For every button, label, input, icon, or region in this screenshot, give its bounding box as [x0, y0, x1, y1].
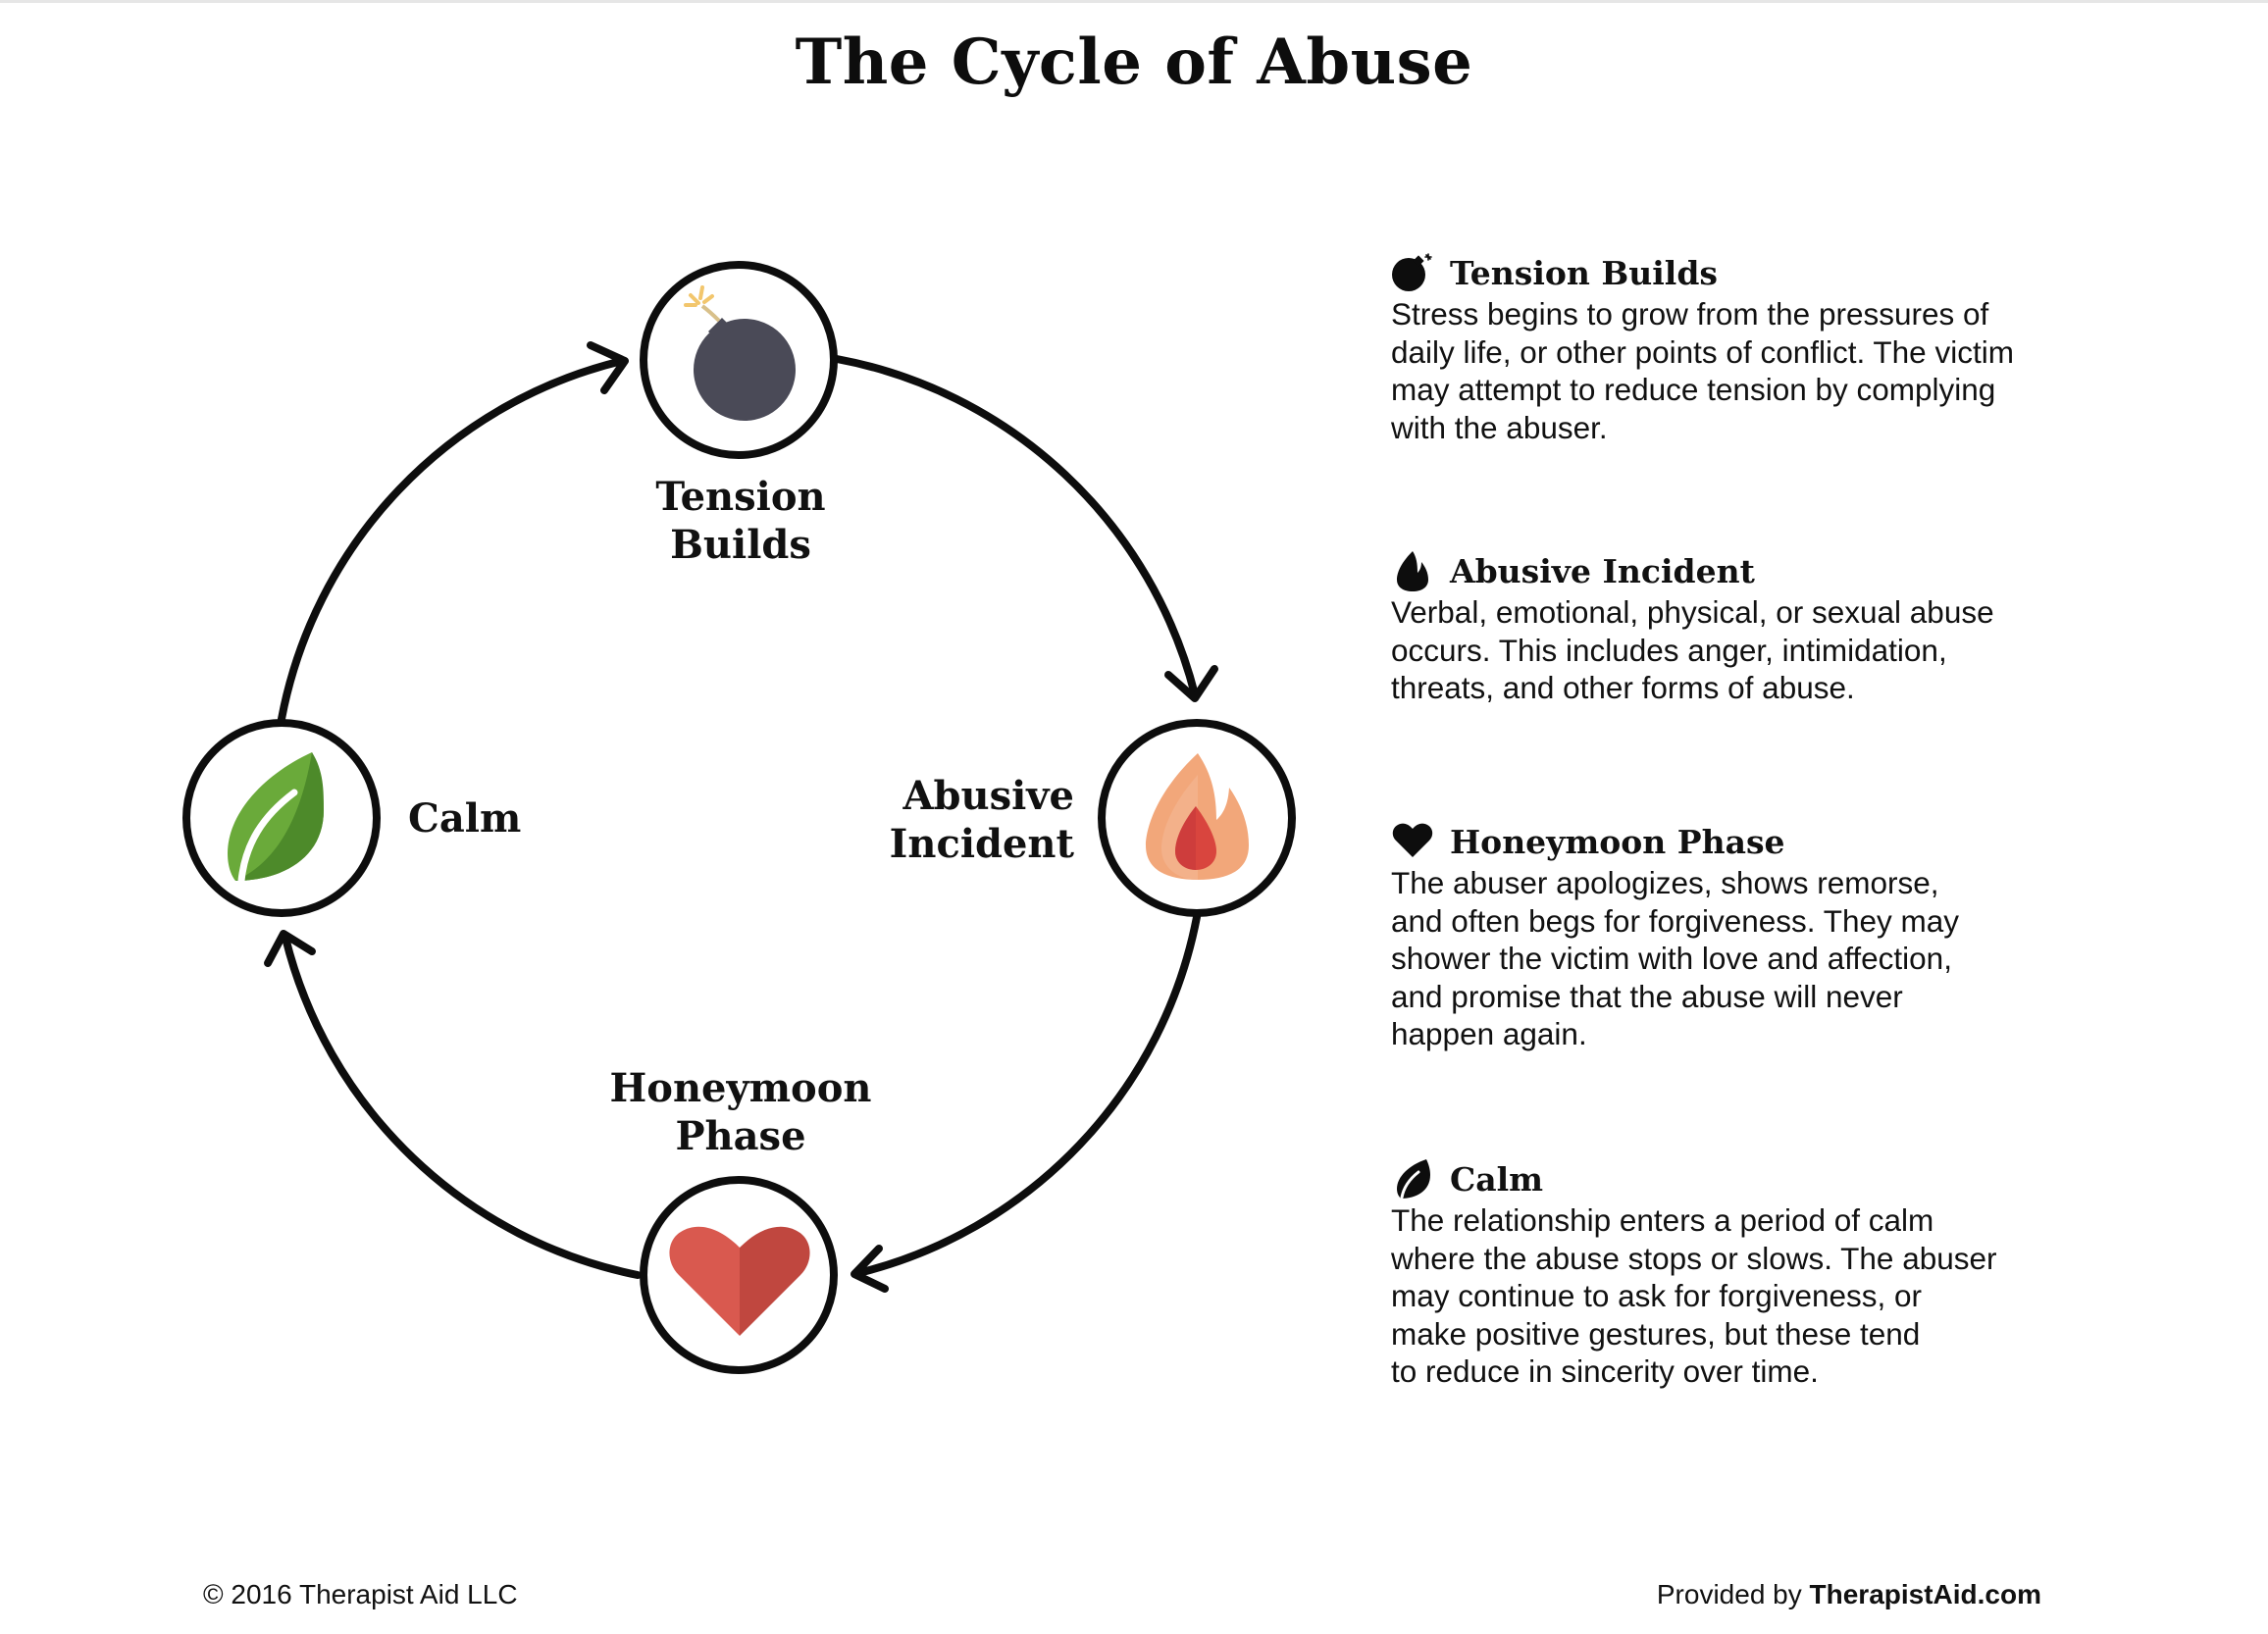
description-line: daily life, or other points of conflict.…: [1391, 333, 2014, 370]
description-line: may continue to ask for forgiveness, or: [1391, 1278, 1923, 1313]
flame-icon: [1397, 551, 1428, 591]
description-line: to reduce in sincerity over time.: [1391, 1353, 1819, 1389]
description-text: Stress begins to grow from the pressures…: [1391, 295, 2097, 446]
bomb-icon: [684, 285, 796, 421]
description-header: Calm: [1391, 1154, 2097, 1203]
node-label-line: Incident: [889, 821, 1074, 867]
node-label-tension: Tension Builds: [569, 473, 912, 569]
arc-calm-to-tension: [278, 357, 626, 723]
description-line: happen again.: [1391, 1016, 1587, 1051]
description-line: Stress begins to grow from the pressures…: [1391, 296, 1989, 332]
description-title: Tension Builds: [1450, 253, 1718, 292]
footer-provided-prefix: Provided by: [1656, 1579, 1810, 1609]
heart-icon: [1392, 823, 1433, 857]
node-label-line: Tension: [655, 474, 826, 520]
footer-copyright: © 2016 Therapist Aid LLC: [203, 1579, 518, 1609]
arrowhead-calm: [264, 930, 316, 967]
description-header: Honeymoon Phase: [1391, 817, 2097, 866]
node-label-line: Honeymoon: [609, 1065, 872, 1111]
description-line: The relationship enters a period of calm: [1391, 1202, 1934, 1238]
description-honeymoon-phase: Honeymoon Phase The abuser apologizes, s…: [1391, 817, 2097, 1053]
description-abusive-incident: Abusive Incident Verbal, emotional, phys…: [1391, 546, 2097, 707]
top-rule: [0, 0, 2268, 3]
heart-icon: [669, 1226, 810, 1336]
description-title: Honeymoon Phase: [1450, 822, 1785, 861]
description-header: Abusive Incident: [1391, 546, 2097, 595]
arc-abusive-to-honeymoon: [854, 913, 1201, 1277]
description-line: occurs. This includes anger, intimidatio…: [1391, 632, 1947, 668]
description-tension-builds: Tension Builds Stress begins to grow fro…: [1391, 248, 2097, 446]
arrowhead-tension: [587, 341, 629, 394]
description-line: where the abuse stops or slows. The abus…: [1391, 1240, 1997, 1276]
node-label-abusive: Abusive Incident: [785, 772, 1074, 868]
description-line: shower the victim with love and affectio…: [1391, 941, 1952, 976]
description-line: Verbal, emotional, physical, or sexual a…: [1391, 594, 1994, 630]
description-calm: Calm The relationship enters a period of…: [1391, 1154, 2097, 1391]
description-line: threats, and other forms of abuse.: [1391, 670, 1855, 705]
flame-icon: [1146, 753, 1249, 880]
description-line: make positive gestures, but these tend: [1391, 1315, 1921, 1352]
arrowhead-honeymoon: [850, 1245, 889, 1293]
node-label-line: Abusive: [902, 773, 1075, 819]
description-text: The relationship enters a period of calm…: [1391, 1201, 2097, 1391]
node-label-line: Phase: [675, 1113, 806, 1159]
page-title: The Cycle of Abuse: [795, 26, 1473, 99]
arc-tension-to-abusive: [833, 355, 1199, 698]
description-line: The abuser apologizes, shows remorse,: [1391, 865, 1939, 900]
footer-provided-by: Provided by TherapistAid.com: [1657, 1579, 2041, 1610]
node-label-line: Calm: [408, 795, 522, 842]
description-text: The abuser apologizes, shows remorse, an…: [1391, 864, 2097, 1053]
description-header: Tension Builds: [1391, 248, 2097, 297]
bomb-icon: [1392, 253, 1432, 291]
node-label-calm: Calm: [408, 794, 604, 843]
description-line: may attempt to reduce tension by complyi…: [1391, 372, 1996, 407]
node-label-line: Builds: [670, 522, 811, 568]
description-line: and promise that the abuse will never: [1391, 978, 1903, 1014]
arc-honeymoon-to-calm: [282, 934, 642, 1279]
leaf-icon: [228, 752, 324, 885]
footer-site-link[interactable]: TherapistAid.com: [1809, 1579, 2041, 1609]
arrowhead-abusive: [1164, 665, 1218, 702]
description-title: Calm: [1450, 1159, 1544, 1199]
description-line: with the abuser.: [1391, 409, 1608, 445]
cycle-diagram: [182, 261, 1296, 1374]
leaf-icon: [1397, 1159, 1430, 1200]
description-line: and often begs for forgiveness. They may: [1391, 902, 1959, 939]
node-label-honeymoon: Honeymoon Phase: [569, 1064, 912, 1160]
description-title: Abusive Incident: [1450, 551, 1755, 590]
description-text: Verbal, emotional, physical, or sexual a…: [1391, 593, 2097, 707]
